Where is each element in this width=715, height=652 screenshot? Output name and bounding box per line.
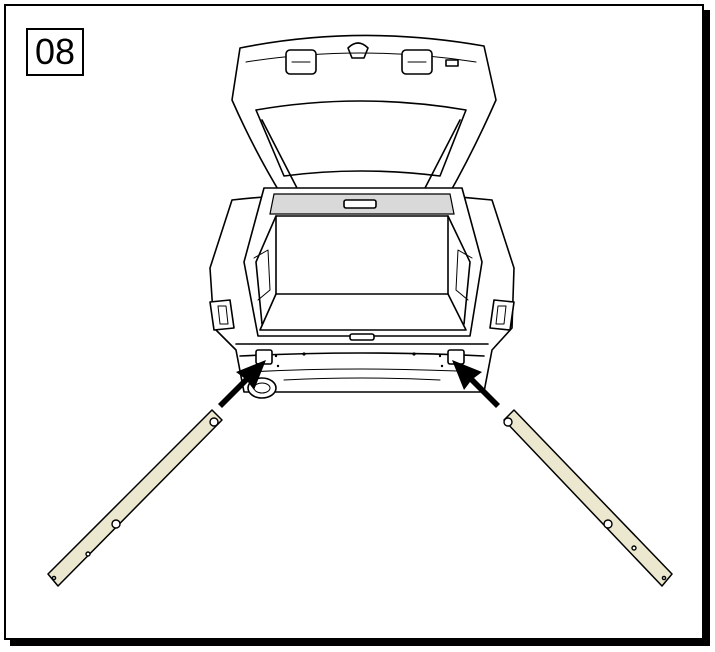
right-mounting-bar (503, 409, 673, 587)
tailgate (231, 34, 497, 197)
left-arrow-icon (218, 360, 266, 408)
step-number-badge: 08 (26, 28, 84, 76)
car-body (209, 187, 515, 399)
left-mounting-bar (47, 409, 223, 587)
right-arrow-icon (452, 360, 500, 408)
